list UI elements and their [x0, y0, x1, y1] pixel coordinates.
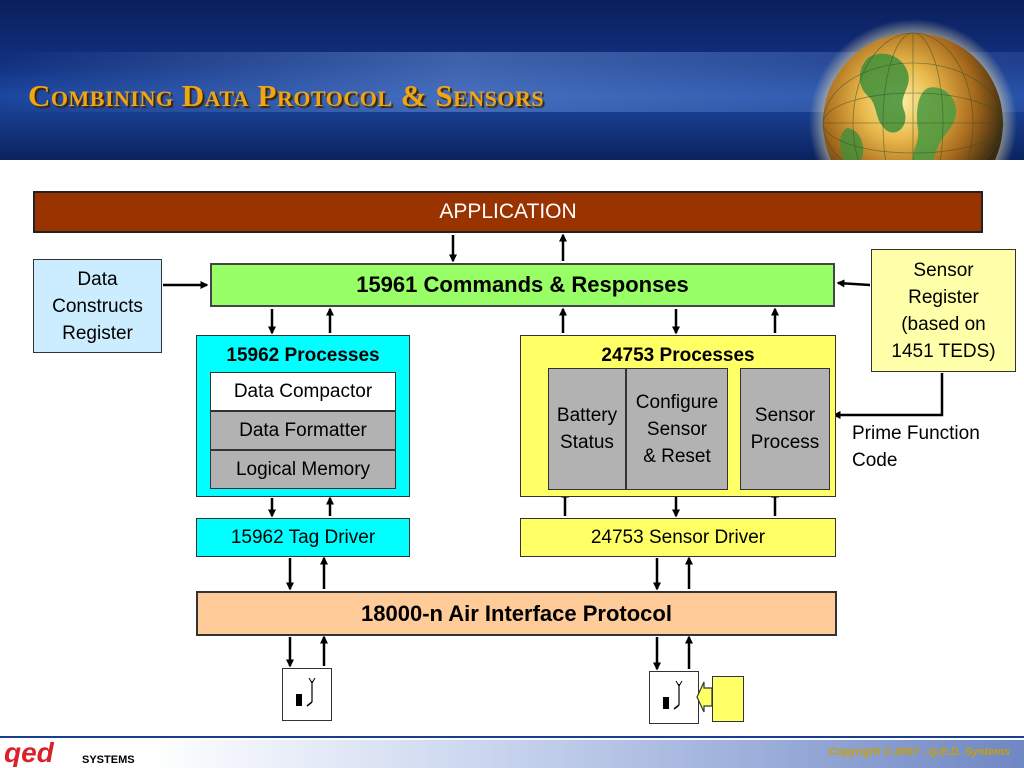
- sreg-line-1: Sensor: [913, 259, 974, 281]
- slide-header: Combining Data Protocol & Sensors: [0, 0, 1024, 160]
- dcr-line-1: Data: [77, 268, 118, 290]
- application-layer: APPLICATION: [33, 191, 983, 233]
- arrow-sreg-to-sensor-process: [832, 373, 944, 419]
- data-constructs-register: Data Constructs Register: [33, 259, 162, 353]
- qed-logo: qed: [4, 739, 55, 767]
- processes-15962: 15962 Processes Data Compactor Data Form…: [196, 335, 410, 497]
- footer-divider: [0, 736, 1024, 738]
- slide-title: Combining Data Protocol & Sensors: [28, 78, 545, 113]
- air-interface-protocol: 18000-n Air Interface Protocol: [196, 591, 837, 636]
- battery-line-2: Status: [560, 432, 614, 453]
- pfc-line-1: Prime Function: [852, 423, 980, 444]
- sensor-process-line-2: Process: [750, 432, 820, 453]
- logo-text: qed: [4, 739, 55, 767]
- sensor-register: Sensor Register (based on 1451 TEDS): [871, 249, 1016, 372]
- processes-24753: 24753 Processes Battery Status Configure…: [520, 335, 836, 497]
- configure-line-1: Configure: [635, 391, 719, 413]
- pfc-line-2: Code: [852, 450, 898, 471]
- sensor-process: Sensor Process: [740, 368, 830, 490]
- commands-responses-layer: 15961 Commands & Responses: [210, 263, 835, 307]
- sreg-line-3: (based on: [901, 313, 986, 335]
- processes-24753-title: 24753 Processes: [601, 345, 755, 366]
- footer-systems: SYSTEMS: [82, 754, 135, 766]
- data-formatter: Data Formatter: [210, 411, 396, 450]
- arrow-sreg-to-commands: [836, 279, 871, 288]
- logical-memory: Logical Memory: [210, 450, 396, 489]
- sreg-line-2: Register: [908, 286, 979, 308]
- footer-copyright: Copyright © 2007 - Q.E.D. Systems: [828, 746, 1010, 758]
- tag-driver-15962: 15962 Tag Driver: [196, 518, 410, 557]
- sensor-antenna-icon: [649, 671, 699, 724]
- dcr-line-3: Register: [62, 322, 133, 344]
- configure-sensor-reset: Configure Sensor & Reset: [626, 368, 728, 490]
- globe-icon: [809, 19, 1017, 160]
- configure-line-3: & Reset: [643, 445, 711, 467]
- footer-band: [150, 740, 1024, 768]
- processes-15962-title: 15962 Processes: [226, 345, 380, 366]
- sensor-driver-24753: 24753 Sensor Driver: [520, 518, 836, 557]
- configure-line-2: Sensor: [646, 418, 708, 440]
- sensor-block: [712, 676, 744, 722]
- sensor-process-line-1: Sensor: [754, 405, 816, 426]
- battery-status: Battery Status: [548, 368, 626, 490]
- battery-line-1: Battery: [556, 405, 618, 426]
- prime-function-code-label: Prime Function Code: [852, 420, 980, 474]
- tag-antenna-icon: [282, 668, 332, 721]
- sreg-line-4: 1451 TEDS): [891, 340, 996, 362]
- dcr-line-2: Constructs: [52, 295, 143, 317]
- data-compactor: Data Compactor: [210, 372, 396, 411]
